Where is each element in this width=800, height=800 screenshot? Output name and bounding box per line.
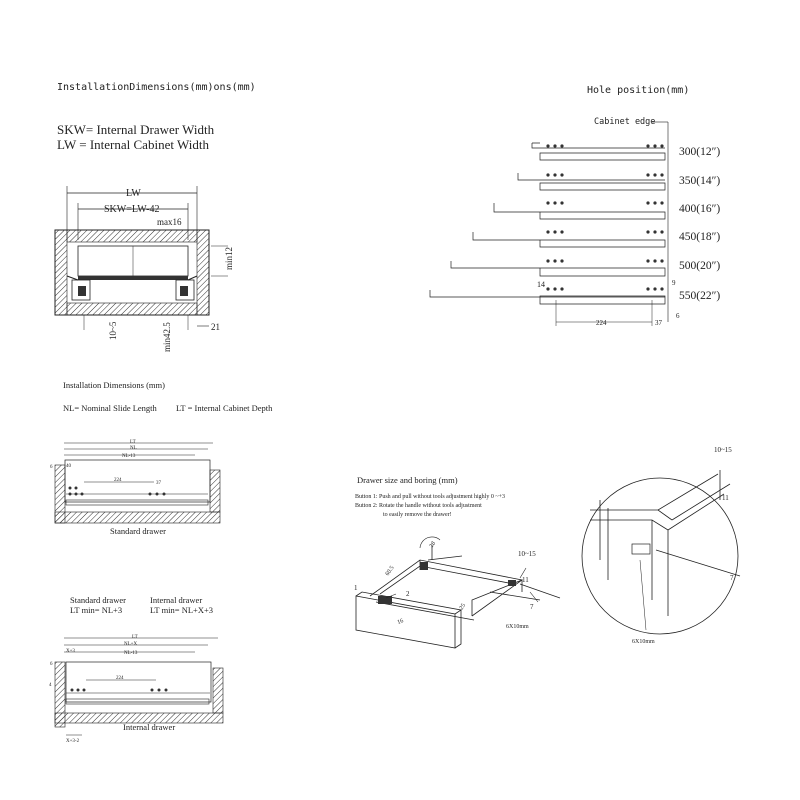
- dim-min12: min12: [224, 247, 234, 270]
- dim-10-5: 10~5: [108, 321, 118, 340]
- id-6: 6: [50, 662, 53, 667]
- lw-definition: LW = Internal Cabinet Width: [57, 137, 209, 152]
- sd-nl: NL: [130, 446, 137, 451]
- detail-bore-size: 6X10mm: [632, 639, 655, 645]
- size-450: 450(18″): [679, 231, 721, 243]
- hole-dim-224: 224: [596, 319, 607, 327]
- internal-lt-min: LT min= NL+X+3: [150, 605, 214, 615]
- sd-224: 224: [114, 478, 122, 483]
- install-dims-title: InstallationDimensions(mm)ons(mm): [57, 82, 256, 93]
- drawer-size-title: Drawer size and boring (mm): [357, 475, 458, 485]
- detail-10-15: 10~15: [714, 446, 732, 454]
- size-350: 350(14″): [679, 175, 721, 187]
- dim-21: 21: [211, 322, 220, 332]
- boring-1: 1: [354, 584, 358, 592]
- cabinet-edge-label: Cabinet edge: [594, 117, 656, 127]
- hole-dim-6: 6: [676, 312, 680, 320]
- size-500: 500(20″): [679, 260, 721, 272]
- dim-lw: LW: [126, 188, 141, 199]
- lt-definition: LT = Internal Cabinet Depth: [176, 403, 273, 413]
- boring-7: 7: [530, 603, 534, 611]
- id-4: 4: [49, 683, 52, 688]
- sd-40: 40: [66, 464, 72, 469]
- boring-60: 60.5: [385, 565, 396, 577]
- detail-11: 11: [722, 494, 729, 502]
- sd-37: 37: [156, 481, 162, 486]
- boring-28: 28: [429, 541, 437, 549]
- button2-desc: Button 2: Rotate the handle without tool…: [355, 503, 482, 509]
- sd-6: 6: [50, 465, 53, 470]
- dim-min42: min42.5: [162, 322, 172, 352]
- hole-dim-14: 14: [537, 280, 545, 289]
- nl-definition: NL= Nominal Slide Length: [63, 403, 157, 413]
- internal-drawer-caption: Internal drawer: [123, 722, 176, 732]
- skw-definition: SKW= Internal Drawer Width: [57, 122, 215, 137]
- boring-2: 2: [406, 590, 410, 598]
- standard-drawer-label: Standard drawer: [70, 595, 126, 605]
- sd-nl13: NL-13: [122, 454, 136, 459]
- id-lt: LT: [132, 635, 138, 640]
- boring-16: 16: [397, 618, 405, 626]
- dim-skw: SKW=LW-42: [104, 204, 159, 215]
- size-300: 300(12″): [679, 146, 721, 158]
- boring-25: 25: [459, 603, 467, 611]
- boring-11: 11: [522, 576, 529, 584]
- boring-size: 6X10mm: [506, 624, 529, 630]
- hole-position-title: Hole position(mm): [587, 85, 690, 96]
- sd-lt: LT: [130, 440, 136, 445]
- button2-desc-cont: to easily remove the drawer!: [383, 512, 452, 518]
- boring-10-15: 10~15: [518, 550, 536, 558]
- detail-7: 7: [730, 574, 734, 582]
- id-nlx: NL+X: [124, 642, 137, 647]
- id-224: 224: [116, 676, 124, 681]
- id-x: X+3: [66, 649, 75, 654]
- internal-drawer-label: Internal drawer: [150, 595, 203, 605]
- button1-desc: Button 1: Push and pull without tools ad…: [355, 494, 505, 500]
- size-550: 550(22″): [679, 290, 721, 302]
- id-nl13: NL-13: [124, 651, 138, 656]
- hole-dim-37: 37: [655, 319, 663, 327]
- install-dims-title-2: Installation Dimensions (mm): [63, 380, 165, 390]
- hole-dim-9: 9: [672, 279, 676, 287]
- id-x32: X+3-2: [66, 739, 80, 744]
- standard-lt-min: LT min= NL+3: [70, 605, 123, 615]
- dim-max16: max16: [157, 217, 182, 227]
- size-400: 400(16″): [679, 203, 721, 215]
- standard-drawer-caption: Standard drawer: [110, 526, 166, 536]
